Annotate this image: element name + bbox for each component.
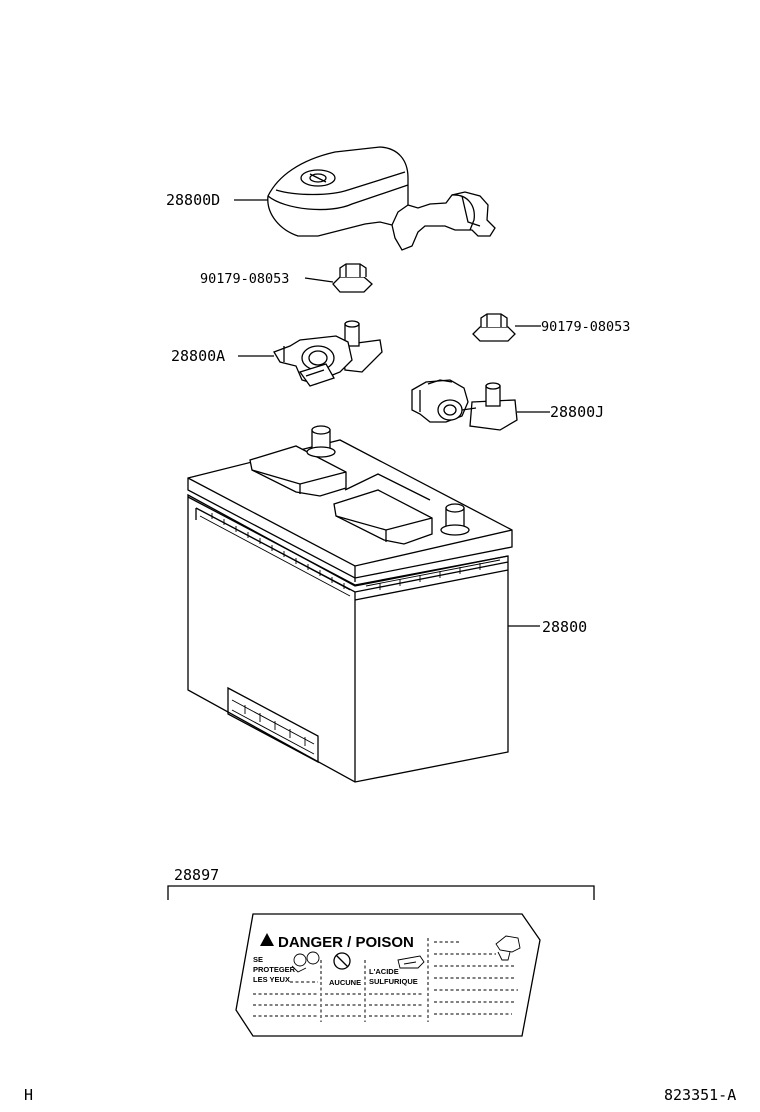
terminal-negative-drawing — [411, 379, 518, 431]
terminal-cover-drawing — [267, 146, 496, 251]
warning-label-drawing: DANGER / POISON SE PROTEGER LES YEUX AUC… — [235, 913, 541, 1037]
part-labels: 28800D 90179-08053 90179-08053 28800A 28… — [166, 191, 630, 884]
battery-drawing — [187, 425, 513, 783]
nut-left-drawing — [332, 263, 373, 293]
warning-title: DANGER / POISON — [278, 934, 414, 951]
leader-lines — [167, 199, 595, 900]
warning-col1-line3: LES YEUX — [253, 975, 290, 984]
label-nut-right: 90179-08053 — [541, 319, 630, 335]
warning-col3-line2: SULFURIQUE — [369, 977, 418, 986]
terminal-positive-drawing — [273, 320, 383, 387]
warning-col1-line2: PROTEGER — [253, 965, 296, 974]
warning-triangle-icon — [260, 933, 274, 946]
footer: H 823351-A — [24, 1086, 736, 1104]
footer-left-code: H — [24, 1086, 33, 1104]
acid-hand-icon — [397, 955, 425, 969]
nut-right-drawing — [472, 313, 516, 342]
warning-col1-line1: SE — [253, 955, 263, 964]
label-terminal-negative: 28800J — [550, 403, 604, 421]
label-warning-sticker: 28897 — [174, 866, 219, 884]
warning-col2: AUCUNE — [329, 978, 361, 987]
battery-vent-slots — [199, 509, 501, 597]
label-cover: 28800D — [166, 191, 220, 209]
label-battery: 28800 — [542, 618, 587, 636]
no-smoking-icon — [333, 952, 351, 970]
warning-col3-line1: L'ACIDE — [369, 967, 399, 976]
eye-protection-icon — [291, 951, 320, 973]
label-nut-left: 90179-08053 — [200, 271, 289, 287]
first-aid-icon — [495, 935, 521, 961]
footer-diagram-number: 823351-A — [664, 1086, 736, 1104]
label-terminal-positive: 28800A — [171, 347, 225, 365]
